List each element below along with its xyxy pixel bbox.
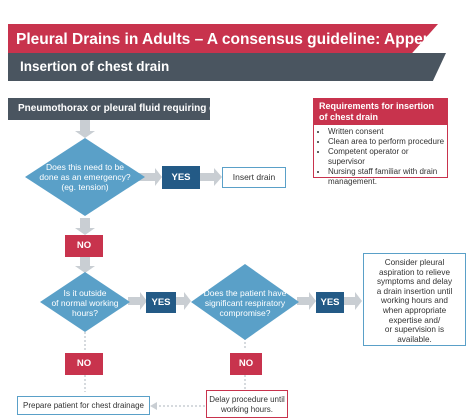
question-hours: Is it outside of normal working hours? xyxy=(45,288,125,318)
arrow-yes-to-consider xyxy=(343,292,362,310)
question-respiratory: Does the patient have significant respir… xyxy=(199,288,291,318)
arrow-yes-to-insert xyxy=(200,168,222,186)
arrow-q3-to-yes xyxy=(297,292,316,310)
consider-line: or supervision is xyxy=(384,325,445,335)
start-box: Pneumothorax or pleural fluid requiring … xyxy=(8,98,251,120)
consider-line: symptoms and delay xyxy=(376,277,453,287)
requirements-list: Written consent Clean area to perform pr… xyxy=(314,127,447,187)
question-emergency-line: (eg. tension) xyxy=(61,182,109,192)
delay-line: Delay procedure until xyxy=(209,395,285,404)
title-banner xyxy=(8,24,438,53)
delay-line: working hours. xyxy=(220,404,274,414)
requirements-box: Requirements for insertion of chest drai… xyxy=(313,98,448,186)
no-label-hours: NO xyxy=(65,353,103,375)
requirement-item: Competent operator or supervisor xyxy=(328,147,447,167)
arrow-q2-to-yes xyxy=(128,292,147,310)
requirement-item: Clean area to perform procedure xyxy=(328,137,447,147)
insert-drain-box: Insert drain xyxy=(222,167,286,188)
consider-aspiration-box: Consider pleural aspiration to relieve s… xyxy=(363,253,466,346)
yes-label-emergency: YES xyxy=(162,166,200,189)
page-subtitle: Insertion of chest drain xyxy=(20,59,170,74)
requirement-item: Written consent xyxy=(328,127,447,137)
question-respiratory-line: compromise? xyxy=(219,308,271,318)
arrow-q1-to-yes xyxy=(137,168,162,186)
no-label-respiratory: NO xyxy=(230,353,262,375)
arrow-no-to-q2 xyxy=(75,257,95,273)
no-label-emergency: NO xyxy=(65,235,103,257)
question-hours-line: hours? xyxy=(72,308,98,318)
consider-line: Consider pleural xyxy=(384,258,445,267)
arrow-start-to-q1 xyxy=(75,120,95,138)
question-emergency: Does this need to be done as an emergenc… xyxy=(35,162,135,192)
consider-line: available. xyxy=(397,334,432,344)
consider-line: aspiration to relieve xyxy=(379,267,450,277)
arrow-yes-to-q3 xyxy=(174,292,191,310)
question-emergency-line: done as an emergency? xyxy=(39,172,131,182)
consider-line: when appropriate xyxy=(382,305,447,315)
arrow-head-to-prepare xyxy=(150,402,157,410)
yes-label-hours: YES xyxy=(146,292,176,313)
question-respiratory-line: significant respiratory xyxy=(204,298,286,308)
consider-line: a drain insertion until xyxy=(376,286,453,296)
subtitle-banner xyxy=(8,53,446,81)
decision-diamond-hours xyxy=(40,272,130,332)
requirement-item: Nursing staff familiar with drain manage… xyxy=(328,167,447,187)
delay-procedure-box: Delay procedure until working hours. xyxy=(206,390,288,418)
decision-diamond-emergency xyxy=(25,138,145,216)
yes-label-respiratory: YES xyxy=(316,292,344,313)
question-hours-line: Is it outside xyxy=(63,288,107,298)
arrow-q1-to-no xyxy=(75,218,95,235)
question-hours-line: of normal working xyxy=(51,298,119,308)
question-respiratory-line: Does the patient have xyxy=(203,288,287,298)
decision-diamond-respiratory xyxy=(191,264,299,340)
question-emergency-line: Does this need to be xyxy=(46,162,124,172)
prepare-patient-box: Prepare patient for chest drainage xyxy=(17,396,150,415)
consider-line: expertise and/ xyxy=(388,315,441,325)
page-title: Pleural Drains in Adults – A consensus g… xyxy=(16,31,468,48)
requirements-title: Requirements for insertion of chest drai… xyxy=(314,99,447,125)
consider-line: working hours and xyxy=(381,296,448,306)
